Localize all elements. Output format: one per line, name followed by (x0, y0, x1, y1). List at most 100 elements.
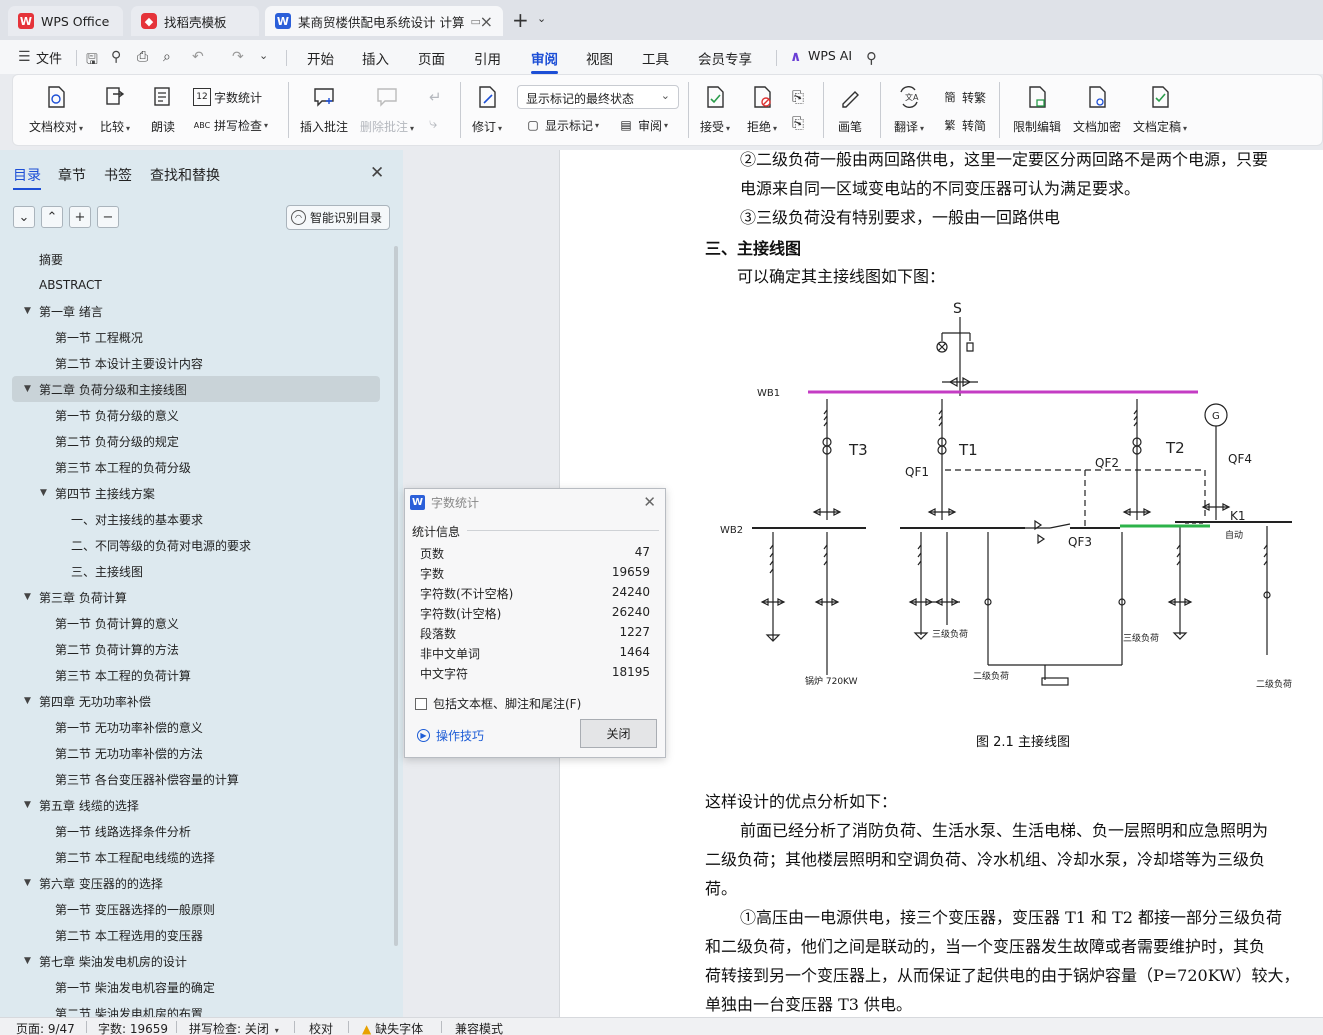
remove-heading-button[interactable]: − (97, 206, 119, 228)
smart-toc-button[interactable]: ◠ 智能识别目录 (286, 205, 390, 230)
print-preview-icon[interactable]: ⌕ (163, 49, 171, 65)
menu-wps-ai[interactable]: WPS AI (808, 48, 853, 63)
translate-button[interactable]: 文A 翻译▾ (894, 84, 924, 135)
show-markup-button[interactable]: ▢ 显示标记▾ (524, 116, 599, 134)
toc-item[interactable]: 第一节 负荷分级的意义 (0, 402, 392, 428)
new-tab-icon[interactable]: + (512, 8, 529, 32)
menu-view[interactable]: 视图 (586, 52, 613, 68)
expand-triangle-icon[interactable]: ▼ (24, 592, 31, 602)
toc-item[interactable]: ▼第二章 负荷分级和主接线图 (12, 376, 380, 402)
checkbox-box[interactable] (415, 697, 427, 710)
toc-item[interactable]: 三、主接线图 (0, 558, 392, 584)
chevron-down-icon[interactable]: ⌄ (537, 12, 547, 25)
tab-template[interactable]: ◆ 找稻壳模板 (131, 6, 259, 36)
spell-check-button[interactable]: ABC 拼写检查▾ (193, 116, 268, 134)
toc-scrollbar[interactable] (394, 246, 398, 946)
read-aloud-button[interactable]: 朗读 (150, 84, 176, 135)
toc-item[interactable]: 第二节 负荷分级的规定 (0, 428, 392, 454)
toc-item[interactable]: 第三节 本工程的负荷分级 (0, 454, 392, 480)
toc-item[interactable]: ▼第五章 线缆的选择 (0, 792, 392, 818)
close-icon[interactable]: ✕ (643, 493, 656, 511)
expand-triangle-icon[interactable]: ▼ (24, 696, 31, 706)
close-tab-icon[interactable]: × (479, 11, 493, 31)
restrict-edit-button[interactable]: 限制编辑 (1013, 84, 1061, 135)
tips-link[interactable]: ▶ 操作技巧 (417, 727, 484, 744)
toc-item[interactable]: ▼第四章 无功功率补偿 (0, 688, 392, 714)
review-pane-button[interactable]: ▤ 审阅▾ (617, 116, 668, 134)
next-change-icon[interactable]: ⎘ (792, 114, 805, 132)
expand-triangle-icon[interactable]: ▼ (24, 306, 31, 316)
more-chevron-icon[interactable]: ⌄ (259, 49, 269, 62)
toc-item[interactable]: ▼第四节 主接线方案 (0, 480, 392, 506)
share-icon[interactable]: ⚲ (111, 49, 122, 65)
menu-review[interactable]: 审阅 (531, 48, 558, 74)
toc-item[interactable]: ▼第七章 柴油发电机房的设计 (0, 948, 392, 974)
markup-state-select[interactable]: 显示标记的最终状态 ⌄ (517, 85, 679, 109)
menu-insert[interactable]: 插入 (362, 52, 389, 68)
menu-home[interactable]: 开始 (307, 52, 334, 68)
proofread-button[interactable]: 文档校对▾ (29, 84, 83, 135)
pen-button[interactable]: 画笔 (837, 84, 863, 135)
document-page[interactable]: ②二级负荷一般由两回路供电，这里一定要区分两回路不是两个电源，只要 电源来自同一… (559, 150, 1323, 1017)
previous-comment-icon[interactable]: ↵ (429, 88, 442, 106)
search-icon[interactable]: ⚲ (866, 49, 877, 67)
status-page[interactable]: 页面: 9/47 (16, 1022, 75, 1035)
redo-icon[interactable]: ↷ (232, 49, 244, 65)
menu-member[interactable]: 会员专享 (698, 52, 752, 68)
track-changes-button[interactable]: 修订▾ (472, 84, 502, 135)
next-comment-icon[interactable]: ⤷ (429, 114, 438, 132)
previous-change-icon[interactable]: ⎘ (792, 88, 805, 106)
monitor-icon[interactable]: ▭ (470, 14, 481, 28)
expand-triangle-icon[interactable]: ▼ (40, 488, 47, 498)
toc-item[interactable]: 一、对主接线的基本要求 (0, 506, 392, 532)
toc-item[interactable]: ▼第三章 负荷计算 (0, 584, 392, 610)
encrypt-button[interactable]: 文档加密 (1073, 84, 1121, 135)
toc-item[interactable]: 第一节 工程概况 (0, 324, 392, 350)
toc-item[interactable]: 第三节 本工程的负荷计算 (0, 662, 392, 688)
expand-triangle-icon[interactable]: ▼ (24, 800, 31, 810)
move-up-button[interactable]: ⌃ (41, 206, 63, 228)
status-spell-check[interactable]: 拼写检查: 关闭 ▾ (189, 1022, 279, 1035)
tab-wps-office[interactable]: W WPS Office (8, 6, 123, 36)
reject-button[interactable]: 拒绝▾ (747, 84, 777, 135)
collapse-button[interactable]: ⌄ (13, 206, 35, 228)
toc-item[interactable]: 第一节 无功功率补偿的意义 (0, 714, 392, 740)
word-count-button[interactable]: 12 字数统计 (193, 88, 262, 106)
toc-item[interactable]: 第一节 线路选择条件分析 (0, 818, 392, 844)
delete-comment-button[interactable]: 删除批注▾ (360, 84, 414, 135)
save-icon[interactable]: 🖫 (86, 52, 98, 68)
tab-document[interactable]: W 某商贸楼供配电系统设计 计算 ▭ × (265, 6, 503, 36)
print-icon[interactable]: ⎙ (137, 49, 149, 65)
toc-item[interactable]: 摘要 (0, 246, 392, 272)
finalize-button[interactable]: 文档定稿▾ (1133, 84, 1187, 135)
status-proof[interactable]: 校对 (309, 1022, 334, 1035)
toc-item[interactable]: 第三节 各台变压器补偿容量的计算 (0, 766, 392, 792)
tab-toc[interactable]: 目录 (13, 165, 41, 190)
menu-tools[interactable]: 工具 (642, 52, 669, 68)
toc-item[interactable]: 第一节 柴油发电机容量的确定 (0, 974, 392, 1000)
accept-button[interactable]: 接受▾ (700, 84, 730, 135)
to-traditional-button[interactable]: 簡 转繁 (941, 88, 987, 106)
close-dialog-button[interactable]: 关闭 (580, 719, 657, 748)
close-pane-icon[interactable]: ✕ (370, 163, 385, 183)
menu-file[interactable]: 文件 (36, 52, 63, 67)
tab-bookmarks[interactable]: 书签 (104, 168, 132, 184)
toc-item[interactable]: 第一节 变压器选择的一般原则 (0, 896, 392, 922)
toc-item[interactable]: 第一节 负荷计算的意义 (0, 610, 392, 636)
tab-chapters[interactable]: 章节 (58, 168, 86, 184)
menu-reference[interactable]: 引用 (474, 52, 501, 68)
menu-page[interactable]: 页面 (418, 52, 445, 68)
status-missing-font[interactable]: ▲ 缺失字体 (362, 1020, 423, 1035)
toc-item[interactable]: 第二节 无功功率补偿的方法 (0, 740, 392, 766)
tab-find-replace[interactable]: 查找和替换 (150, 168, 220, 184)
undo-icon[interactable]: ↶ (192, 49, 204, 65)
add-heading-button[interactable]: + (69, 206, 91, 228)
to-simplified-button[interactable]: 繁 转简 (941, 116, 987, 134)
expand-triangle-icon[interactable]: ▼ (24, 878, 31, 888)
expand-triangle-icon[interactable]: ▼ (24, 384, 31, 394)
toc-item[interactable]: ▼第一章 绪言 (0, 298, 392, 324)
insert-comment-button[interactable]: 插入批注 (300, 84, 348, 135)
compare-button[interactable]: 比较▾ (100, 84, 130, 135)
toc-item[interactable]: ABSTRACT (0, 272, 392, 298)
toc-item[interactable]: 第二节 本工程配电线缆的选择 (0, 844, 392, 870)
